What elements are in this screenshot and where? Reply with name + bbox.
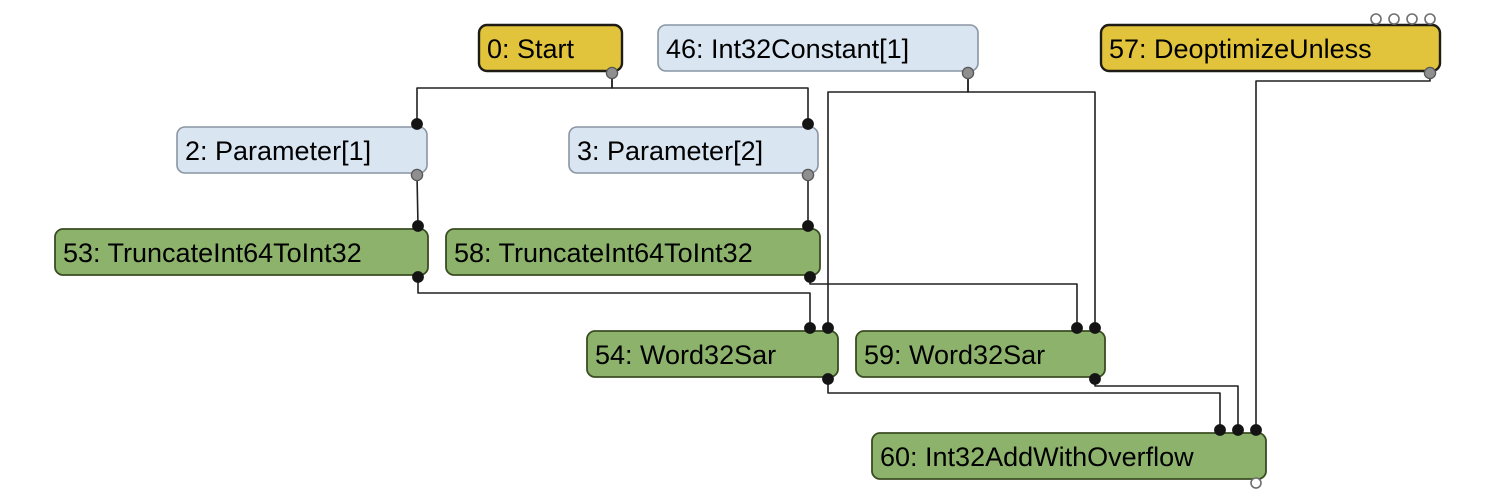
hollow-input-port[interactable] (1388, 13, 1400, 25)
node-label-0-start: 0: Start (487, 34, 575, 64)
input-port[interactable] (802, 118, 814, 130)
output-port[interactable] (1089, 373, 1101, 385)
node-label-57-deoptimizeunless: 57: DeoptimizeUnless (1109, 34, 1372, 64)
node-box-53-truncateint64toint32[interactable] (54, 228, 429, 276)
node-3-parameter-2[interactable]: 3: Parameter[2] (568, 118, 819, 182)
node-60-int32addwithoverflow[interactable]: 60: Int32AddWithOverflow (871, 424, 1267, 489)
hollow-input-port[interactable] (1370, 13, 1382, 25)
output-port[interactable] (412, 271, 424, 283)
input-port[interactable] (411, 118, 423, 130)
node-label-53-truncateint64toint32: 53: TruncateInt64ToInt32 (63, 238, 362, 268)
output-port[interactable] (1423, 66, 1437, 80)
node-box-2-parameter-1[interactable] (176, 126, 428, 174)
node-box-3-parameter-2[interactable] (568, 126, 819, 174)
input-port[interactable] (1089, 322, 1101, 334)
hollow-input-port[interactable] (1424, 13, 1436, 25)
node-box-59-word32sar[interactable] (855, 330, 1106, 378)
node-box-58-truncateint64toint32[interactable] (445, 228, 821, 276)
edge-46-to-59 (967, 72, 1096, 329)
input-port[interactable] (1071, 322, 1083, 334)
node-label-54-word32sar: 54: Word32Sar (595, 340, 776, 370)
node-label-2-parameter-1: 2: Parameter[1] (185, 136, 371, 166)
node-58-truncateint64toint32[interactable]: 58: TruncateInt64ToInt32 (445, 220, 821, 283)
node-54-word32sar[interactable]: 54: Word32Sar (586, 322, 839, 385)
edge-2-to-53 (416, 174, 419, 227)
output-port[interactable] (801, 168, 815, 182)
edge-0-to-2 (416, 72, 613, 125)
node-0-start[interactable]: 0: Start (477, 23, 624, 80)
edge-0-to-3 (611, 72, 809, 125)
edge-59-to-60 (1094, 378, 1239, 431)
node-57-deoptimizeunless[interactable]: 57: DeoptimizeUnless (1099, 13, 1442, 80)
edge-58-to-59 (809, 276, 1078, 329)
node-2-parameter-1[interactable]: 2: Parameter[1] (176, 118, 428, 182)
node-label-59-word32sar: 59: Word32Sar (864, 340, 1045, 370)
node-box-46-int32constant-1[interactable] (657, 24, 979, 72)
node-label-46-int32constant-1: 46: Int32Constant[1] (666, 34, 909, 64)
node-46-int32constant-1[interactable]: 46: Int32Constant[1] (657, 24, 979, 80)
input-port[interactable] (1214, 424, 1226, 436)
input-port[interactable] (1250, 424, 1262, 436)
node-box-0-start[interactable] (477, 23, 624, 73)
edge-46-to-54 (827, 72, 969, 329)
output-port[interactable] (605, 66, 619, 80)
input-port[interactable] (412, 220, 424, 232)
node-box-57-deoptimizeunless[interactable] (1099, 23, 1442, 73)
edge-57-to-60 (1255, 72, 1431, 431)
node-59-word32sar[interactable]: 59: Word32Sar (855, 322, 1106, 385)
node-box-54-word32sar[interactable] (586, 330, 839, 378)
input-port[interactable] (822, 322, 834, 334)
edge-54-to-60 (827, 378, 1221, 431)
node-label-58-truncateint64toint32: 58: TruncateInt64ToInt32 (454, 238, 753, 268)
hollow-input-port[interactable] (1406, 13, 1418, 25)
output-port[interactable] (961, 66, 975, 80)
edge-53-to-54 (417, 276, 811, 329)
output-port[interactable] (410, 168, 424, 182)
hollow-output-port[interactable] (1250, 477, 1262, 489)
input-port[interactable] (1232, 424, 1244, 436)
node-label-3-parameter-2: 3: Parameter[2] (577, 136, 763, 166)
input-port[interactable] (804, 322, 816, 334)
node-label-60-int32addwithoverflow: 60: Int32AddWithOverflow (880, 442, 1194, 472)
output-port[interactable] (804, 271, 816, 283)
node-53-truncateint64toint32[interactable]: 53: TruncateInt64ToInt32 (54, 220, 429, 283)
node-box-60-int32addwithoverflow[interactable] (871, 432, 1267, 480)
input-port[interactable] (802, 220, 814, 232)
output-port[interactable] (822, 373, 834, 385)
